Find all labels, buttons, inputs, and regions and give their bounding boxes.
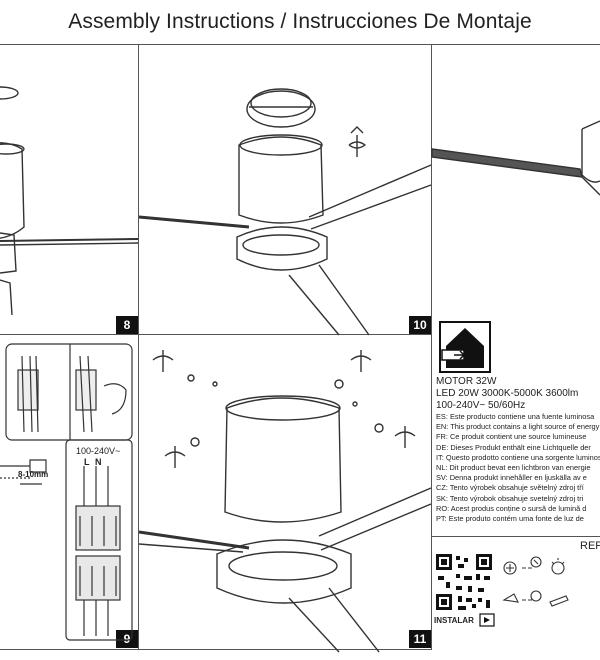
install-icon xyxy=(479,613,495,627)
energy-icons xyxy=(502,556,569,607)
indoor-use-icon xyxy=(439,321,491,373)
energy-line: FR: Ce produit contient une source lumin… xyxy=(436,432,587,442)
panel-11-illustration xyxy=(138,350,432,653)
instalar-label: INSTALAR xyxy=(434,616,474,625)
qr-code xyxy=(434,552,494,612)
panel-8-illustration xyxy=(0,86,139,316)
divider xyxy=(138,44,139,650)
energy-line: NL: Dit product bevat een lichtbron van … xyxy=(436,463,591,473)
step-number: 8 xyxy=(116,316,138,334)
panel-remote-illustration xyxy=(431,120,600,196)
panel-10-illustration xyxy=(138,88,432,336)
motor-spec: MOTOR 32W xyxy=(436,376,497,387)
live-label: L xyxy=(84,457,90,467)
energy-line: DE: Dieses Produkt enthält eine Lichtque… xyxy=(436,442,591,452)
energy-line: CZ: Tento výrobek obsahuje světelný zdro… xyxy=(436,483,584,493)
strip-length-label: 8-10mm xyxy=(18,470,49,479)
neutral-label: N xyxy=(95,457,102,467)
step-number: 10 xyxy=(409,316,431,334)
step-number: 11 xyxy=(409,630,431,648)
instruction-grid xyxy=(0,44,600,650)
energy-line: IT: Questo prodotto contiene una sorgent… xyxy=(436,452,600,462)
energy-line: RO: Acest produs conține o sursă de lumi… xyxy=(436,503,587,513)
energy-line: ES: Este producto contiene una fuente lu… xyxy=(436,412,595,421)
energy-line: PT: Este produto contém uma fonte de luz… xyxy=(436,514,584,524)
divider xyxy=(0,44,600,45)
energy-line: EN: This product contains a light source… xyxy=(436,422,600,432)
panel-9-illustration xyxy=(0,343,133,641)
divider xyxy=(0,649,431,650)
voltage-spec: 100-240V~ 50/60Hz xyxy=(436,400,526,411)
divider xyxy=(432,536,600,537)
divider xyxy=(431,44,432,650)
ref-label: REF xyxy=(580,540,600,552)
divider xyxy=(0,334,431,335)
page-title: Assembly Instructions / Instrucciones De… xyxy=(68,10,532,33)
energy-line: SV: Denna produkt innehåller en ljuskäll… xyxy=(436,473,587,483)
voltage-label: 100-240V~ xyxy=(76,446,121,456)
led-spec: LED 20W 3000K-5000K 3600lm xyxy=(436,388,579,399)
product-info: MOTOR 32W LED 20W 3000K-5000K 3600lm 100… xyxy=(436,376,600,524)
energy-line: SK: Tento výrobok obsahuje svetelný zdro… xyxy=(436,493,584,503)
